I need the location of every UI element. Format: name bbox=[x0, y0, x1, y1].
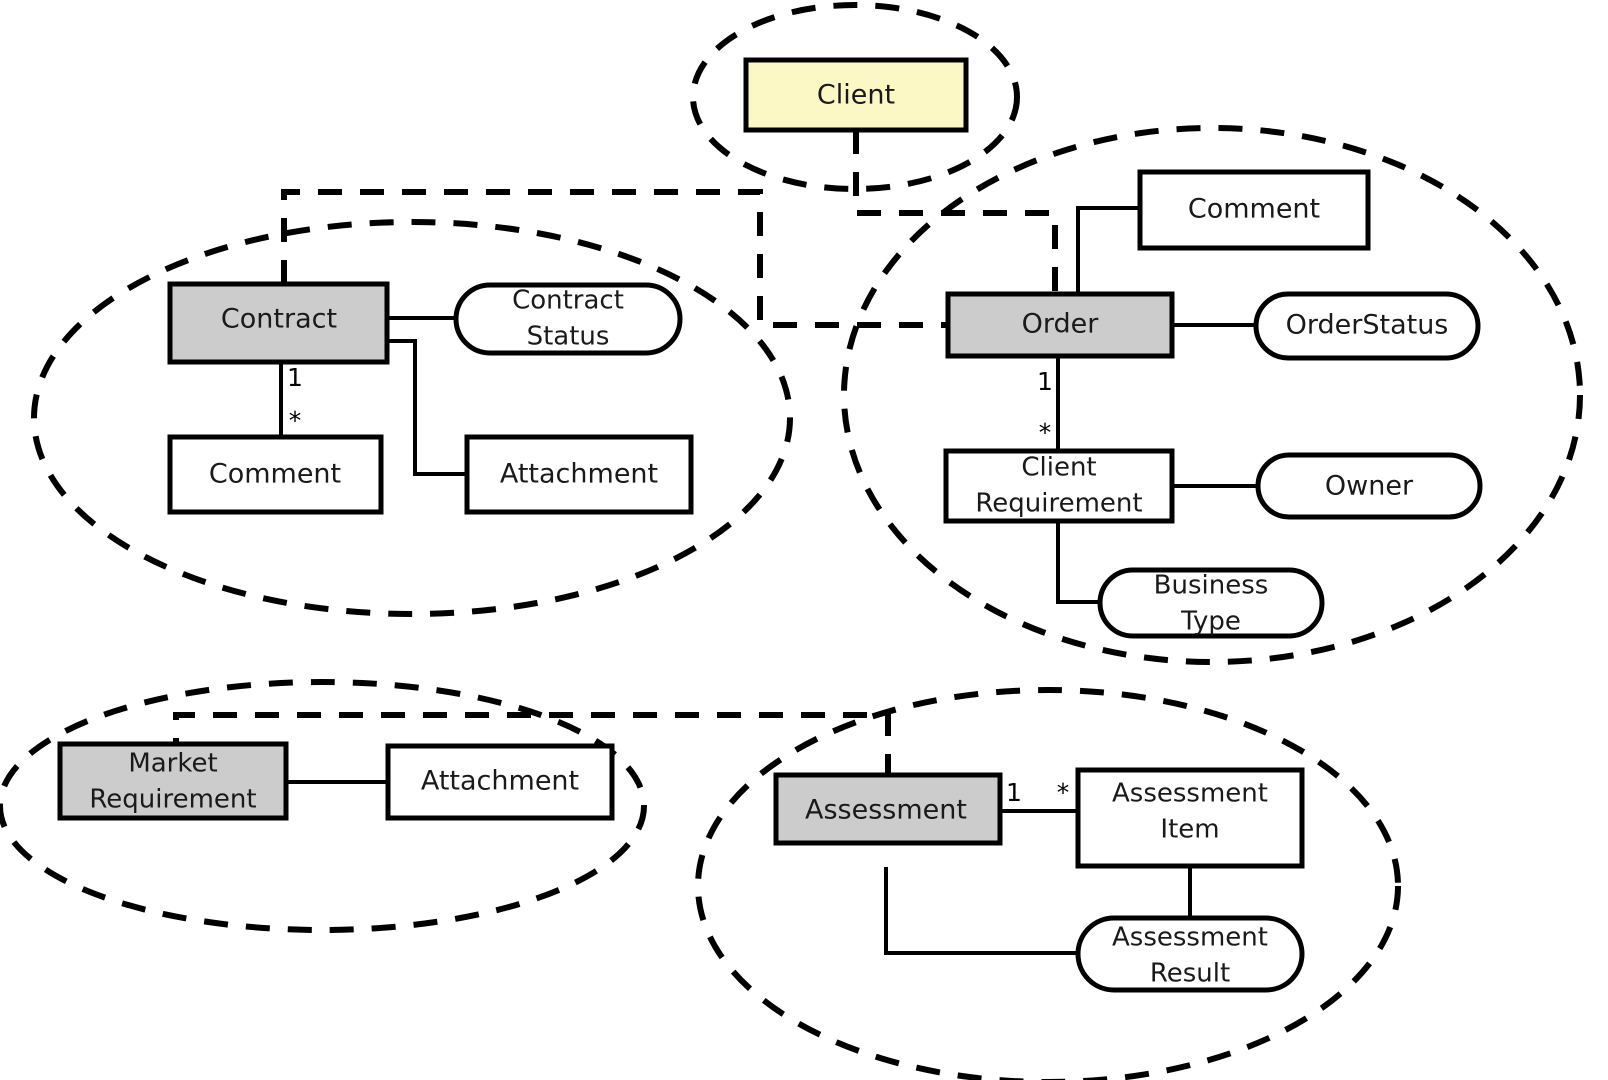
entity-box-market-attachment[interactable] bbox=[385, 743, 615, 821]
group-ellipse-client bbox=[690, 2, 1020, 192]
group-ellipse-order bbox=[841, 125, 1583, 665]
entity-box-order-comment[interactable] bbox=[1137, 169, 1371, 251]
multiplicity-assessment-item-one: 1 bbox=[1006, 778, 1022, 807]
entity-label-client: Client bbox=[817, 80, 895, 111]
entity-label-assessment-result-line1: Assessment bbox=[1112, 923, 1268, 953]
multiplicity-contract-comment-many: * bbox=[289, 406, 302, 435]
entity-label-contract-attachment: Attachment bbox=[500, 459, 658, 490]
dashed-link-marketreq-assessment bbox=[173, 712, 891, 790]
entity-label-assessment-item-line2: Item bbox=[1160, 815, 1219, 845]
entity-label-order: Order bbox=[1022, 309, 1100, 340]
entity-box-business-type[interactable] bbox=[1097, 567, 1325, 639]
multiplicity-assessment-item-many: * bbox=[1057, 778, 1070, 807]
entity-label-contract: Contract bbox=[221, 304, 337, 335]
entity-label-assessment-item-line1: Assessment bbox=[1112, 779, 1268, 809]
entity-box-order-status[interactable] bbox=[1253, 291, 1481, 361]
entity-box-client[interactable] bbox=[743, 57, 969, 133]
entity-box-assessment-item[interactable] bbox=[1075, 767, 1305, 869]
group-ellipse-contract bbox=[31, 219, 793, 617]
entity-box-assessment[interactable] bbox=[773, 772, 1003, 846]
assoc-contract-attachment bbox=[387, 339, 467, 476]
entity-label-business-type-line2: Type bbox=[1180, 607, 1241, 637]
entity-label-client-requirement-line2: Requirement bbox=[975, 489, 1142, 519]
entity-box-contract-comment[interactable] bbox=[167, 434, 384, 515]
entity-box-client-requirement[interactable] bbox=[943, 448, 1175, 524]
entity-label-contract-comment: Comment bbox=[209, 459, 341, 490]
multiplicity-contract-comment-one: 1 bbox=[287, 363, 303, 392]
group-ellipse-assessment bbox=[695, 687, 1401, 1080]
entity-label-assessment: Assessment bbox=[805, 795, 967, 826]
entity-box-contract-status[interactable] bbox=[453, 282, 683, 356]
entity-box-order[interactable] bbox=[945, 291, 1175, 359]
assoc-order-comment bbox=[1076, 206, 1140, 296]
entity-label-order-comment: Comment bbox=[1188, 194, 1320, 225]
entity-box-market-requirement[interactable] bbox=[57, 741, 289, 821]
group-ellipse-market-requirement bbox=[0, 679, 647, 933]
entity-box-assessment-result[interactable] bbox=[1075, 915, 1305, 993]
dashed-link-client-order bbox=[853, 130, 1058, 294]
entity-box-owner[interactable] bbox=[1255, 452, 1483, 520]
multiplicity-order-clientreq-one: 1 bbox=[1037, 367, 1053, 396]
entity-label-contract-status-line1: Contract bbox=[512, 286, 624, 316]
entity-box-contract-attachment[interactable] bbox=[464, 434, 694, 515]
assoc-clientrequirement-businesstype bbox=[1056, 521, 1100, 604]
entity-label-business-type-line1: Business bbox=[1154, 571, 1269, 601]
dashed-link-contract-order bbox=[281, 189, 946, 328]
entity-label-owner: Owner bbox=[1325, 471, 1414, 502]
entity-label-market-attachment: Attachment bbox=[421, 766, 579, 797]
entity-label-contract-status-line2: Status bbox=[527, 322, 610, 352]
entity-label-client-requirement-line1: Client bbox=[1021, 453, 1096, 483]
entity-label-market-requirement-line1: Market bbox=[128, 749, 217, 779]
entity-box-contract[interactable] bbox=[167, 281, 390, 365]
entity-label-market-requirement-line2: Requirement bbox=[89, 785, 256, 815]
entity-label-assessment-result-line2: Result bbox=[1150, 959, 1230, 989]
entity-label-order-status: OrderStatus bbox=[1286, 310, 1449, 341]
assoc-assessment-assessmentresult bbox=[884, 867, 1078, 955]
multiplicity-order-clientreq-many: * bbox=[1039, 418, 1052, 447]
